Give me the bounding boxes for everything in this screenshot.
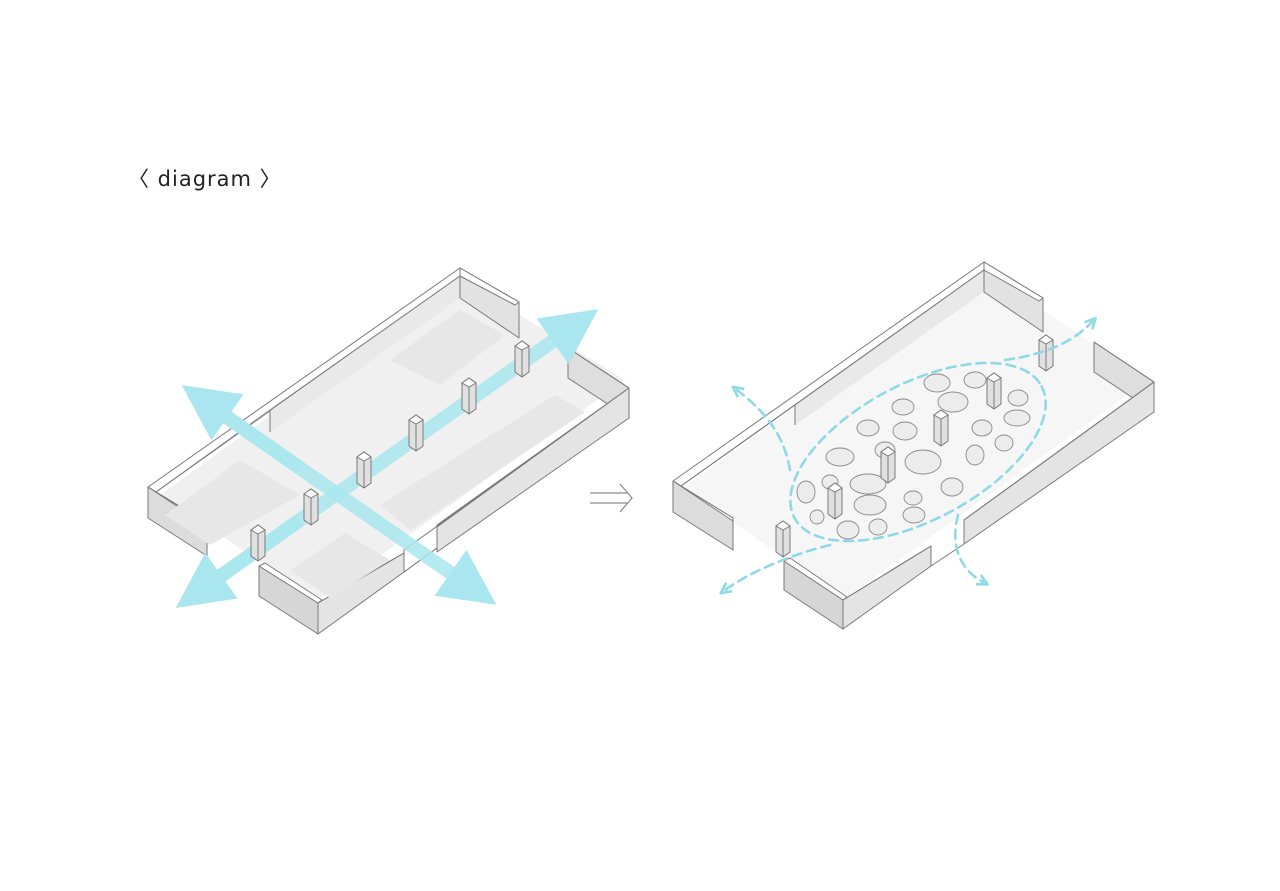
column [514, 340, 530, 378]
flow-arrow-top-left [737, 390, 792, 472]
right-pebble-seats [796, 371, 1031, 540]
page-title: 〈 diagram 〉 [128, 167, 282, 191]
right-flow-dashed [725, 322, 1092, 590]
column [827, 482, 843, 520]
gathering-ellipse [789, 361, 1047, 543]
column [461, 377, 477, 415]
axis-arrow-cross-reverse [181, 385, 305, 474]
column [356, 451, 372, 489]
double-line-arrow-icon [590, 483, 633, 513]
flow-arrow-bottom-right [954, 513, 983, 582]
column [933, 409, 949, 447]
column [408, 414, 424, 452]
right-building [672, 261, 1155, 630]
axis-arrow-main-reverse [175, 514, 305, 608]
column [303, 488, 319, 526]
column [880, 446, 896, 484]
column [250, 524, 266, 562]
flow-arrow-bottom-left [725, 543, 832, 590]
left-building [147, 267, 630, 635]
column [1038, 334, 1054, 372]
left-floor [160, 278, 625, 600]
left-floor-zones [165, 310, 585, 598]
right-floor [684, 272, 1148, 600]
right-columns [775, 334, 1054, 558]
column [775, 520, 791, 558]
left-columns [250, 340, 530, 562]
flow-arrow-top-right [1003, 322, 1092, 362]
column [986, 372, 1002, 410]
